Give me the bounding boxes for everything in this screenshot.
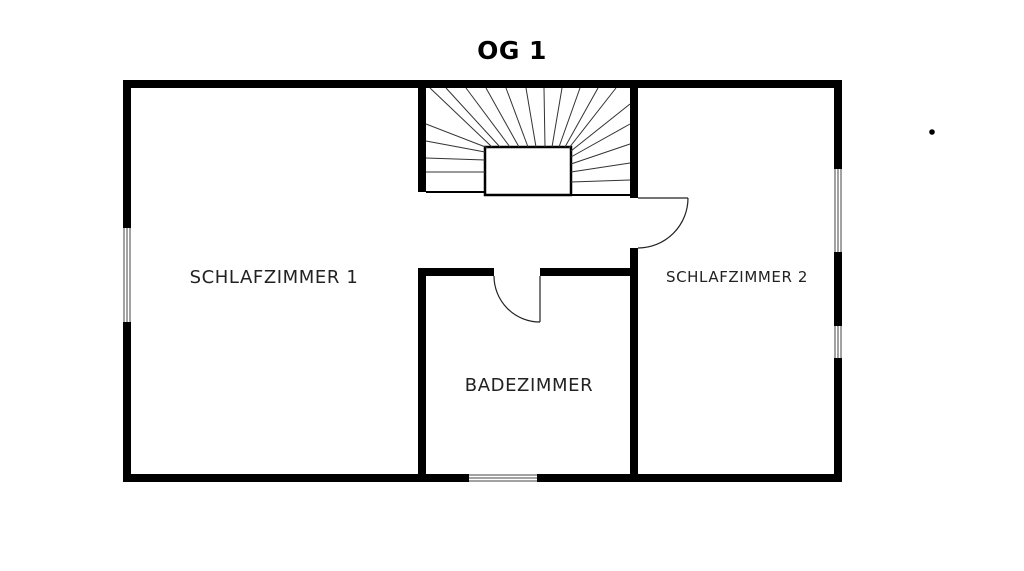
stair-landing [483, 145, 573, 197]
window-left [123, 228, 131, 322]
interior-walls [418, 80, 638, 482]
door-bathroom [493, 275, 541, 323]
wall-bedroom2-left-lower [630, 248, 638, 482]
room-label-bathroom: BADEZIMMER [465, 375, 593, 396]
wall-bath-left [418, 268, 426, 482]
room-label-bedroom-1: SCHLAFZIMMER 1 [190, 267, 359, 288]
window-bottom [469, 474, 537, 482]
wall-top [123, 80, 842, 88]
outer-walls [123, 80, 842, 482]
stair-treads-left [425, 87, 529, 173]
wall-stair-left [418, 80, 426, 192]
window-right-lower [834, 326, 842, 358]
floor-title: OG 1 [477, 36, 547, 65]
room-label-bedroom-2: SCHLAFZIMMER 2 [666, 268, 808, 286]
window-right-upper [834, 169, 842, 252]
wall-stair-right [630, 80, 638, 198]
wall-left-upper [123, 80, 131, 228]
staircase [425, 87, 631, 197]
wall-bath-top-left [418, 268, 494, 276]
door-bedroom-2 [637, 197, 689, 249]
stair-treads-right [525, 87, 631, 183]
wall-bath-top-right [540, 268, 638, 276]
wall-right-lower [834, 358, 842, 482]
dot-marker [929, 129, 935, 135]
doors [493, 197, 689, 323]
wall-bottom [123, 474, 469, 482]
windows [123, 169, 842, 482]
wall-right-upper [834, 80, 842, 169]
wall-bottom-right [537, 474, 842, 482]
wall-left-lower [123, 322, 131, 482]
wall-right-mid [834, 252, 842, 326]
